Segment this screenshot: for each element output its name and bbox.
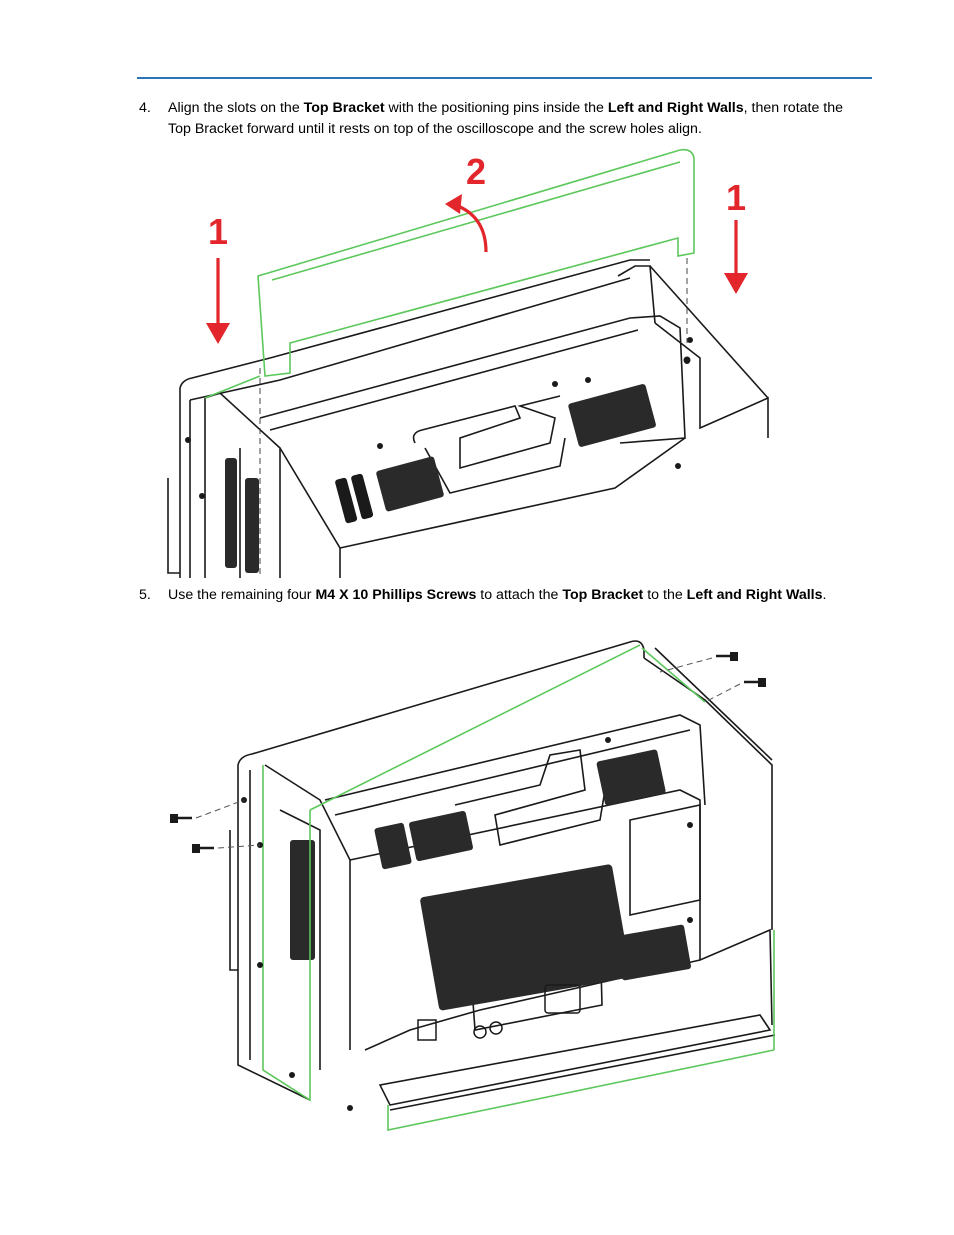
step-4-text-part-bold: Left and Right Walls	[607, 100, 744, 116]
figure-2-illustration	[170, 640, 776, 1131]
callout-right-arrow-label: 1	[726, 177, 746, 218]
step-4-text: Align the slots on the Top Bracket with …	[168, 98, 854, 140]
step-4-text-part: Align the slots on the	[168, 100, 304, 116]
step-5-number: 5.	[139, 587, 151, 603]
step-4: 4. Align the slots on the Top Bracket wi…	[139, 98, 854, 142]
step-5-text-part: to attach the	[476, 587, 563, 603]
figure-top-bracket-alignment: 1 2 1	[160, 148, 780, 578]
vent-group-left	[225, 384, 656, 573]
step-4-text-part-bold: Top Bracket	[303, 100, 385, 116]
step-4-number: 4.	[139, 100, 151, 116]
bracket-outlines	[262, 644, 775, 1131]
step-5: 5. Use the remaining four M4 X 10 Philli…	[139, 585, 854, 629]
step-5-text-part-bold: Top Bracket	[562, 587, 644, 603]
screws	[170, 652, 766, 853]
step-5-text: Use the remaining four M4 X 10 Phillips …	[168, 585, 854, 606]
figure-attach-screws	[160, 630, 785, 1145]
header-rule	[137, 77, 872, 79]
red-arrows	[206, 194, 748, 344]
step-5-text-part: Use the remaining four	[168, 587, 316, 603]
step-4-text-part: , then rotate the Top Bracket forward un…	[168, 100, 844, 137]
callout-rotate-arrow-label: 2	[466, 151, 486, 192]
step-4-text-part: with the positioning pins inside the	[384, 100, 608, 116]
step-5-text-part: .	[822, 587, 827, 603]
step-5-text-part: to the	[643, 587, 687, 603]
figure-1-illustration: 1 2 1	[167, 148, 769, 578]
step-5-text-part-bold: Left and Right Walls	[686, 587, 823, 603]
callout-left-arrow-label: 1	[208, 211, 228, 252]
step-5-text-part-bold: M4 X 10 Phillips Screws	[315, 587, 477, 603]
